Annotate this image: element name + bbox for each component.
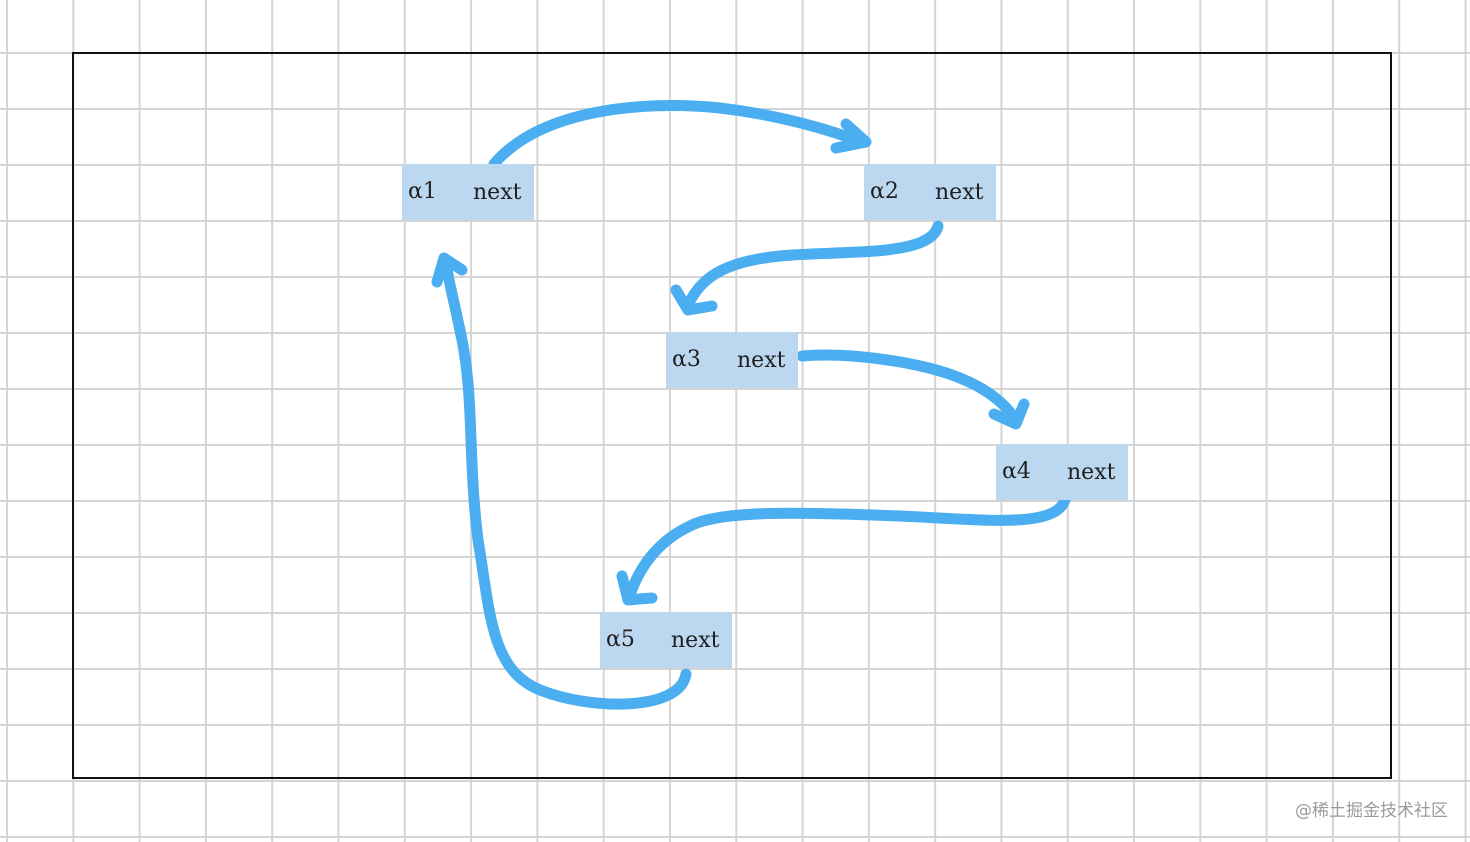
node-a3: α3 next: [666, 332, 798, 388]
watermark: @稀土掘金技术社区: [1295, 801, 1448, 821]
node-label: α5: [606, 627, 635, 652]
node-label: α4: [1002, 459, 1031, 484]
node-next-field: next: [473, 180, 522, 205]
node-next-field: next: [1067, 460, 1116, 485]
node-label: α3: [672, 347, 701, 372]
node-next-field: next: [671, 628, 720, 653]
node-next-field: next: [935, 180, 984, 205]
node-next-field: next: [737, 348, 786, 373]
diagram-frame: [72, 52, 1392, 779]
node-a1: α1 next: [402, 164, 534, 220]
node-a2: α2 next: [864, 164, 996, 220]
node-label: α1: [408, 179, 437, 204]
node-a4: α4 next: [996, 444, 1128, 500]
node-a5: α5 next: [600, 612, 732, 668]
node-label: α2: [870, 179, 899, 204]
